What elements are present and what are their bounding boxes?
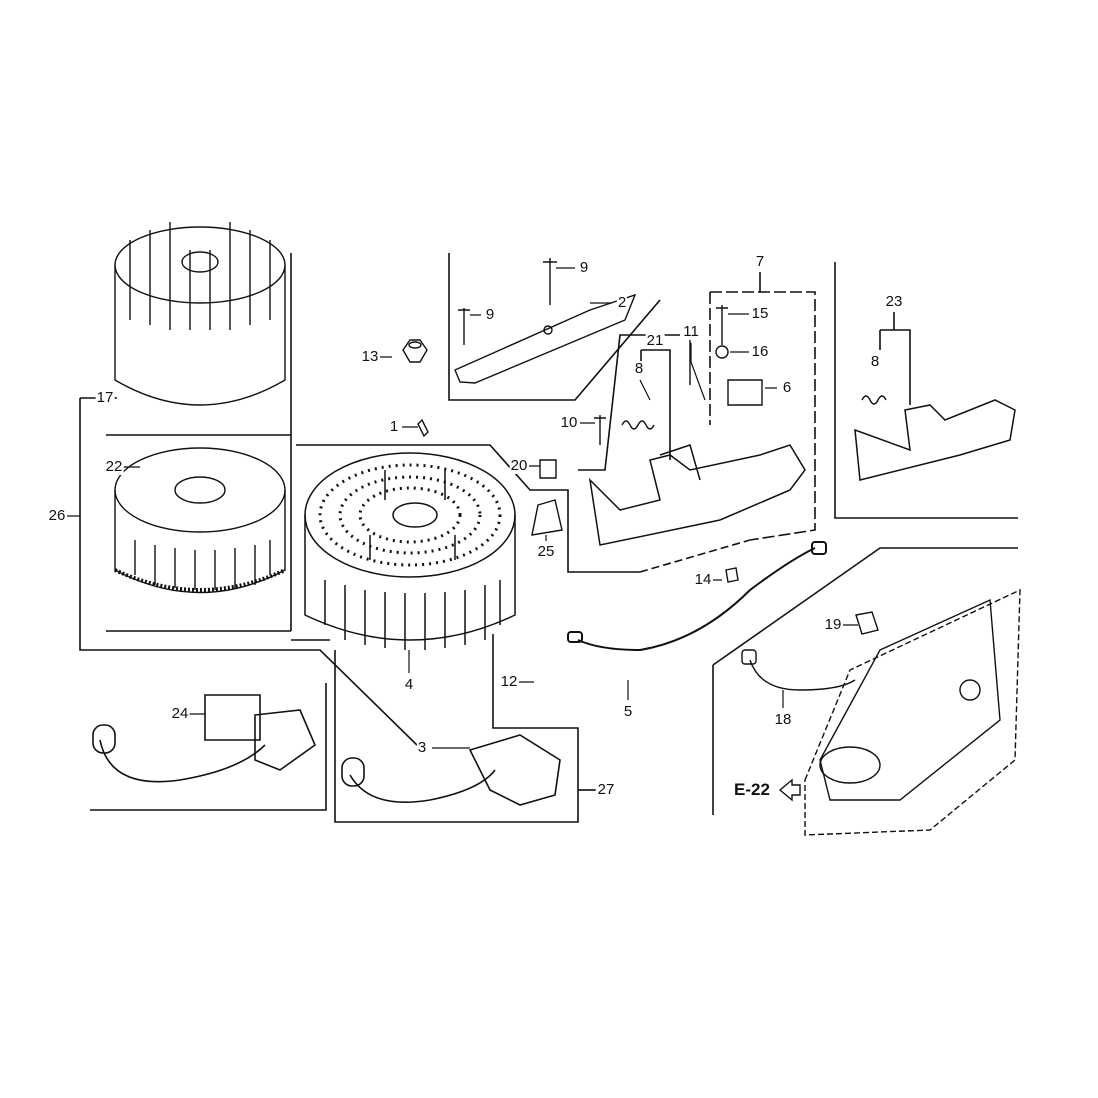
callout-8: 8 xyxy=(633,360,645,377)
callout-10: 10 xyxy=(559,414,579,431)
callout-8: 8 xyxy=(869,353,881,370)
callout-6: 6 xyxy=(781,379,793,396)
cooling-fan xyxy=(304,452,516,650)
callout-13: 13 xyxy=(360,348,380,365)
callout-24: 24 xyxy=(170,705,190,722)
callout-7: 7 xyxy=(754,253,766,270)
callout-1: 1 xyxy=(388,418,400,435)
callout-5: 5 xyxy=(622,703,634,720)
control-plate xyxy=(741,588,1021,836)
callout-27: 27 xyxy=(596,781,616,798)
ignition-coil-3 xyxy=(341,734,561,806)
flywheel-lower xyxy=(114,447,286,594)
callout-17: 17 xyxy=(95,389,115,406)
callout-16: 16 xyxy=(750,343,770,360)
callout-21: 21 xyxy=(645,332,665,349)
callout-14: 14 xyxy=(693,571,713,588)
governor-bracket xyxy=(520,399,1016,546)
callout-9: 9 xyxy=(484,306,496,323)
callout-22: 22 xyxy=(104,458,124,475)
small-parts xyxy=(402,258,887,635)
callout-23: 23 xyxy=(884,293,904,310)
callout-15: 15 xyxy=(750,305,770,322)
callout-20: 20 xyxy=(509,457,529,474)
ignition-coil-24 xyxy=(92,694,316,783)
wire-5 xyxy=(567,541,827,652)
callout-26: 26 xyxy=(47,507,67,524)
callout-12: 12 xyxy=(499,673,519,690)
frame-lines xyxy=(79,253,1018,823)
callout-3: 3 xyxy=(416,739,428,756)
callout-4: 4 xyxy=(403,676,415,693)
callout-9: 9 xyxy=(578,259,590,276)
reference-e22[interactable]: E-22 xyxy=(734,780,770,799)
callout-2: 2 xyxy=(616,294,628,311)
callout-19: 19 xyxy=(823,616,843,633)
callout-11: 11 xyxy=(682,323,700,340)
reference-arrow-icon xyxy=(778,778,801,802)
callout-18: 18 xyxy=(773,711,793,728)
callout-25: 25 xyxy=(536,543,556,560)
flywheel-upper xyxy=(114,222,286,406)
